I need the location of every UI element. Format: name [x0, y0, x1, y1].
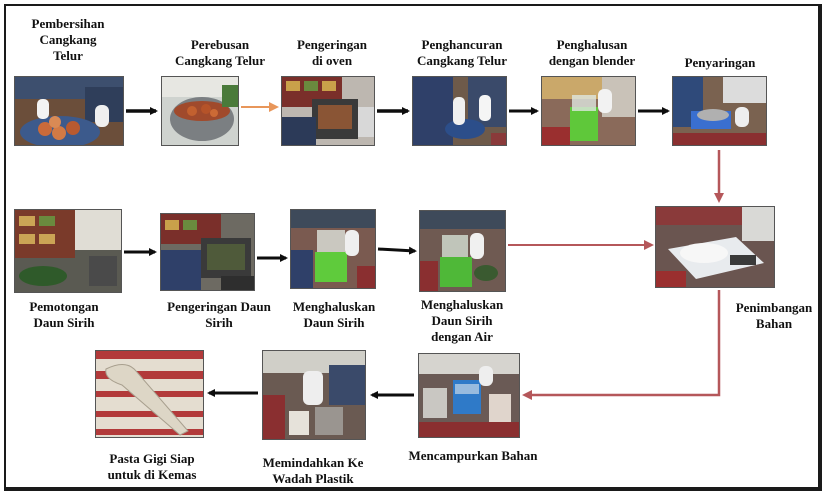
arrow-weighing-to-mixing	[522, 290, 721, 400]
step-label-egg-shell-cleaning: Pembersihan Cangkang Telur	[31, 16, 105, 63]
oven-drying-photo	[281, 76, 375, 146]
step-label-weighing: Penimbangan Bahan	[735, 300, 813, 331]
step-label-betel-leaf-water-grinding: Menghaluskan Daun Sirih dengan Air	[420, 297, 504, 344]
sieving-photo	[672, 76, 767, 146]
step-label-egg-shell-boiling: Perebusan Cangkang Telur	[175, 37, 265, 68]
egg-shell-cleaning-photo	[14, 76, 124, 146]
egg-shell-boiling-photo	[161, 76, 239, 146]
step-label-betel-leaf-cutting: Pemotongan Daun Sirih	[29, 299, 99, 330]
toothpaste-ready-photo	[95, 350, 204, 438]
blender-grinding-photo	[541, 76, 636, 146]
betel-leaf-grinding-photo	[290, 209, 376, 289]
step-label-transfer-container: Memindahkan Ke Wadah Plastik	[262, 455, 364, 486]
step-label-oven-drying: Pengeringan di oven	[296, 37, 368, 68]
betel-leaf-drying-photo	[160, 213, 255, 291]
step-label-toothpaste-ready: Pasta Gigi Siap untuk di Kemas	[107, 451, 197, 482]
step-label-sieving: Penyaringan	[684, 55, 756, 70]
weighing-scale-photo	[655, 206, 775, 288]
step-label-betel-leaf-drying: Pengeringan Daun Sirih	[167, 299, 271, 330]
mixing-ingredients-photo	[418, 353, 520, 438]
step-label-blender-grinding: Penghalusan dengan blender	[548, 37, 636, 68]
step-label-betel-leaf-grinding: Menghaluskan Daun Sirih	[292, 299, 376, 330]
step-label-mixing: Mencampurkan Bahan	[408, 448, 538, 463]
egg-shell-crushing-photo	[412, 76, 507, 146]
step-label-egg-shell-crushing: Penghancuran Cangkang Telur	[417, 37, 507, 68]
arrow-grinding-to-water-grinding	[377, 246, 417, 255]
transfer-container-photo	[262, 350, 366, 440]
betel-leaf-water-grinding-photo	[419, 210, 506, 292]
betel-leaf-cutting-photo	[14, 209, 122, 293]
